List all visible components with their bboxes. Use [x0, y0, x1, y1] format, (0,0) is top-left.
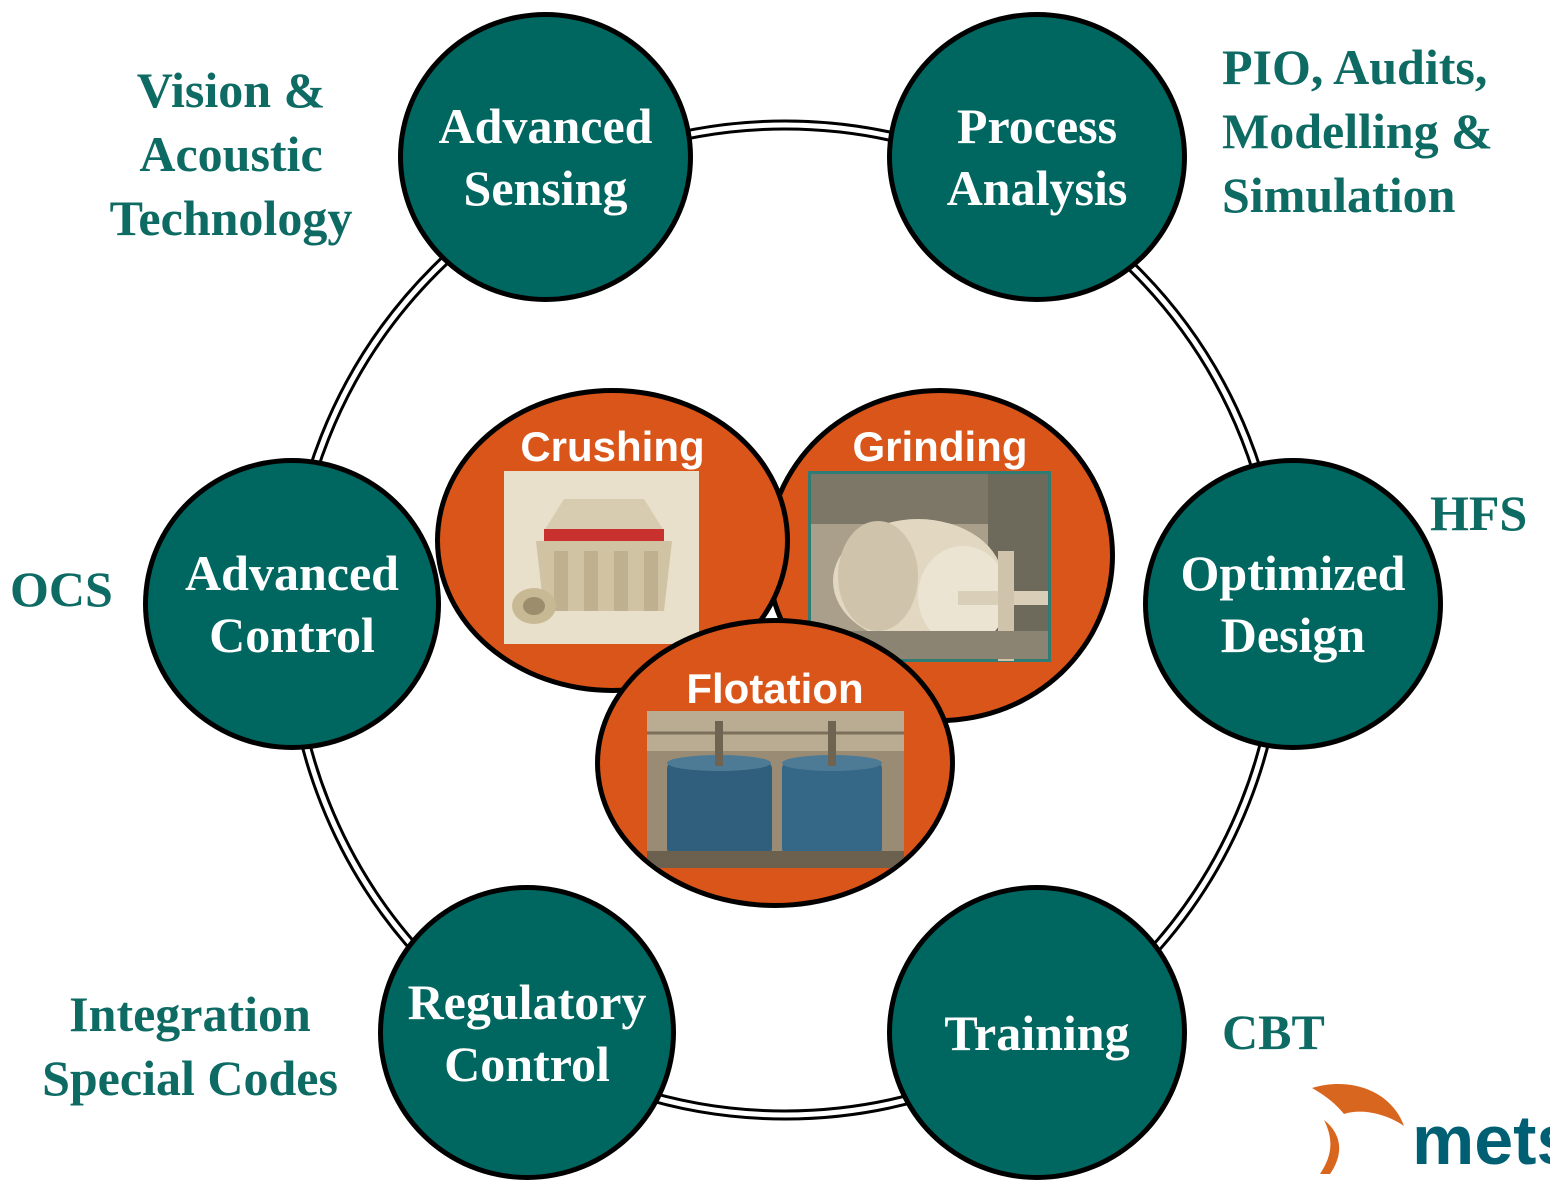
node-advanced-control-label: Advanced Control	[185, 545, 399, 663]
cone-crusher-photo	[504, 471, 699, 644]
side-label-pio-audits: PIO, Audits, Modelling & Simulation	[1222, 39, 1493, 223]
side-label-vision-acoustic: Vision & Acoustic Technology	[109, 62, 353, 246]
flotation-cells-photo	[647, 711, 904, 868]
node-training-label: Training	[944, 1004, 1130, 1061]
core-flotation: Flotation	[595, 618, 955, 908]
node-optimized-design: Optimized Design	[1143, 458, 1443, 750]
node-regulatory-control-label: Regulatory Control	[407, 973, 647, 1092]
side-label-ocs: OCS	[10, 561, 113, 617]
core-crushing-title: Crushing	[520, 423, 705, 470]
side-label-integration: Integration Special Codes	[42, 986, 338, 1106]
node-optimized-design-label: Optimized Design	[1180, 545, 1406, 663]
core-crushing: Crushing	[435, 388, 790, 693]
core-grinding: Grinding	[765, 388, 1115, 723]
node-regulatory-control: Regulatory Control	[378, 885, 676, 1180]
node-advanced-sensing: Advanced Sensing	[398, 12, 693, 302]
node-advanced-control: Advanced Control	[143, 458, 441, 750]
logo-wordmark: mets	[1412, 1101, 1550, 1179]
side-label-cbt: CBT	[1222, 1004, 1325, 1060]
metso-swoosh-logo	[1312, 1084, 1404, 1174]
grinding-mill-photo	[808, 471, 1051, 662]
core-grinding-title: Grinding	[852, 423, 1028, 470]
core-flotation-title: Flotation	[686, 665, 864, 712]
node-process-analysis-label: Process Analysis	[946, 98, 1128, 216]
node-process-analysis: Process Analysis	[887, 12, 1187, 302]
node-advanced-sensing-label: Advanced Sensing	[438, 98, 653, 216]
node-training: Training	[887, 885, 1187, 1180]
side-label-hfs: HFS	[1430, 485, 1528, 541]
